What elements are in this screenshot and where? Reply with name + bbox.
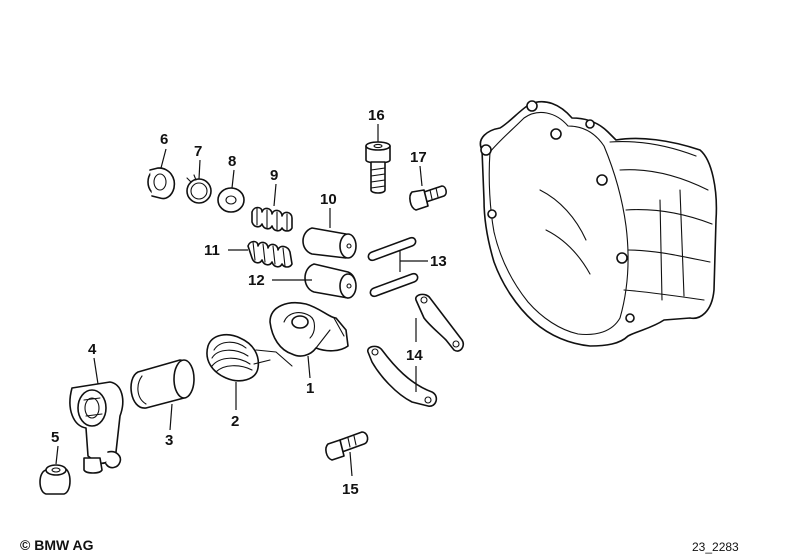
- callout-6: 6: [160, 131, 168, 148]
- diagram-id-label: 23_2283: [692, 540, 739, 554]
- transmission-housing[interactable]: [479, 100, 718, 347]
- callout-7: 7: [194, 143, 202, 160]
- callout-17: 17: [410, 149, 427, 166]
- callout-11: 11: [204, 242, 220, 259]
- callout-9: 9: [270, 167, 278, 184]
- callout-15: 15: [342, 481, 359, 498]
- part-7-circlip[interactable]: [186, 174, 212, 204]
- part-15-hex-bolt[interactable]: [325, 431, 369, 461]
- part-13-dowel-pins[interactable]: [367, 236, 419, 298]
- part-16-socket-head-screw[interactable]: [365, 141, 391, 194]
- callout-10: 10: [320, 191, 337, 208]
- callout-5: 5: [51, 429, 59, 446]
- part-1-selector-finger[interactable]: [269, 302, 349, 357]
- callout-12: 12: [248, 272, 265, 289]
- copyright-label: © BMW AG: [20, 537, 94, 553]
- part-10-thrust-piece[interactable]: [302, 227, 357, 259]
- callout-1: 1: [306, 380, 314, 397]
- part-17-hex-bolt[interactable]: [409, 185, 447, 211]
- part-12-thrust-piece[interactable]: [304, 263, 357, 299]
- leader-lines: [55, 124, 428, 477]
- callout-numbers: 6 7 8 9 10 11 12 13 16 17 1 2 3 4 5 14 1…: [51, 107, 447, 498]
- callout-13: 13: [430, 253, 447, 270]
- part-11-compression-spring[interactable]: [247, 240, 293, 268]
- callout-16: 16: [368, 107, 385, 124]
- callout-14: 14: [406, 347, 423, 364]
- callout-4: 4: [88, 341, 97, 358]
- part-4-shift-lever[interactable]: [69, 381, 124, 474]
- callout-3: 3: [165, 432, 173, 449]
- part-2-torsion-spring[interactable]: [206, 333, 293, 382]
- callout-8: 8: [228, 153, 236, 170]
- part-6-sealing-ring[interactable]: [147, 167, 176, 200]
- callout-2: 2: [231, 413, 239, 430]
- part-14-retaining-brackets[interactable]: [367, 293, 465, 407]
- part-3-bushing-sleeve[interactable]: [130, 359, 195, 409]
- part-8-washer[interactable]: [217, 187, 245, 213]
- part-9-compression-spring[interactable]: [251, 206, 293, 232]
- part-5-roller[interactable]: [39, 464, 71, 495]
